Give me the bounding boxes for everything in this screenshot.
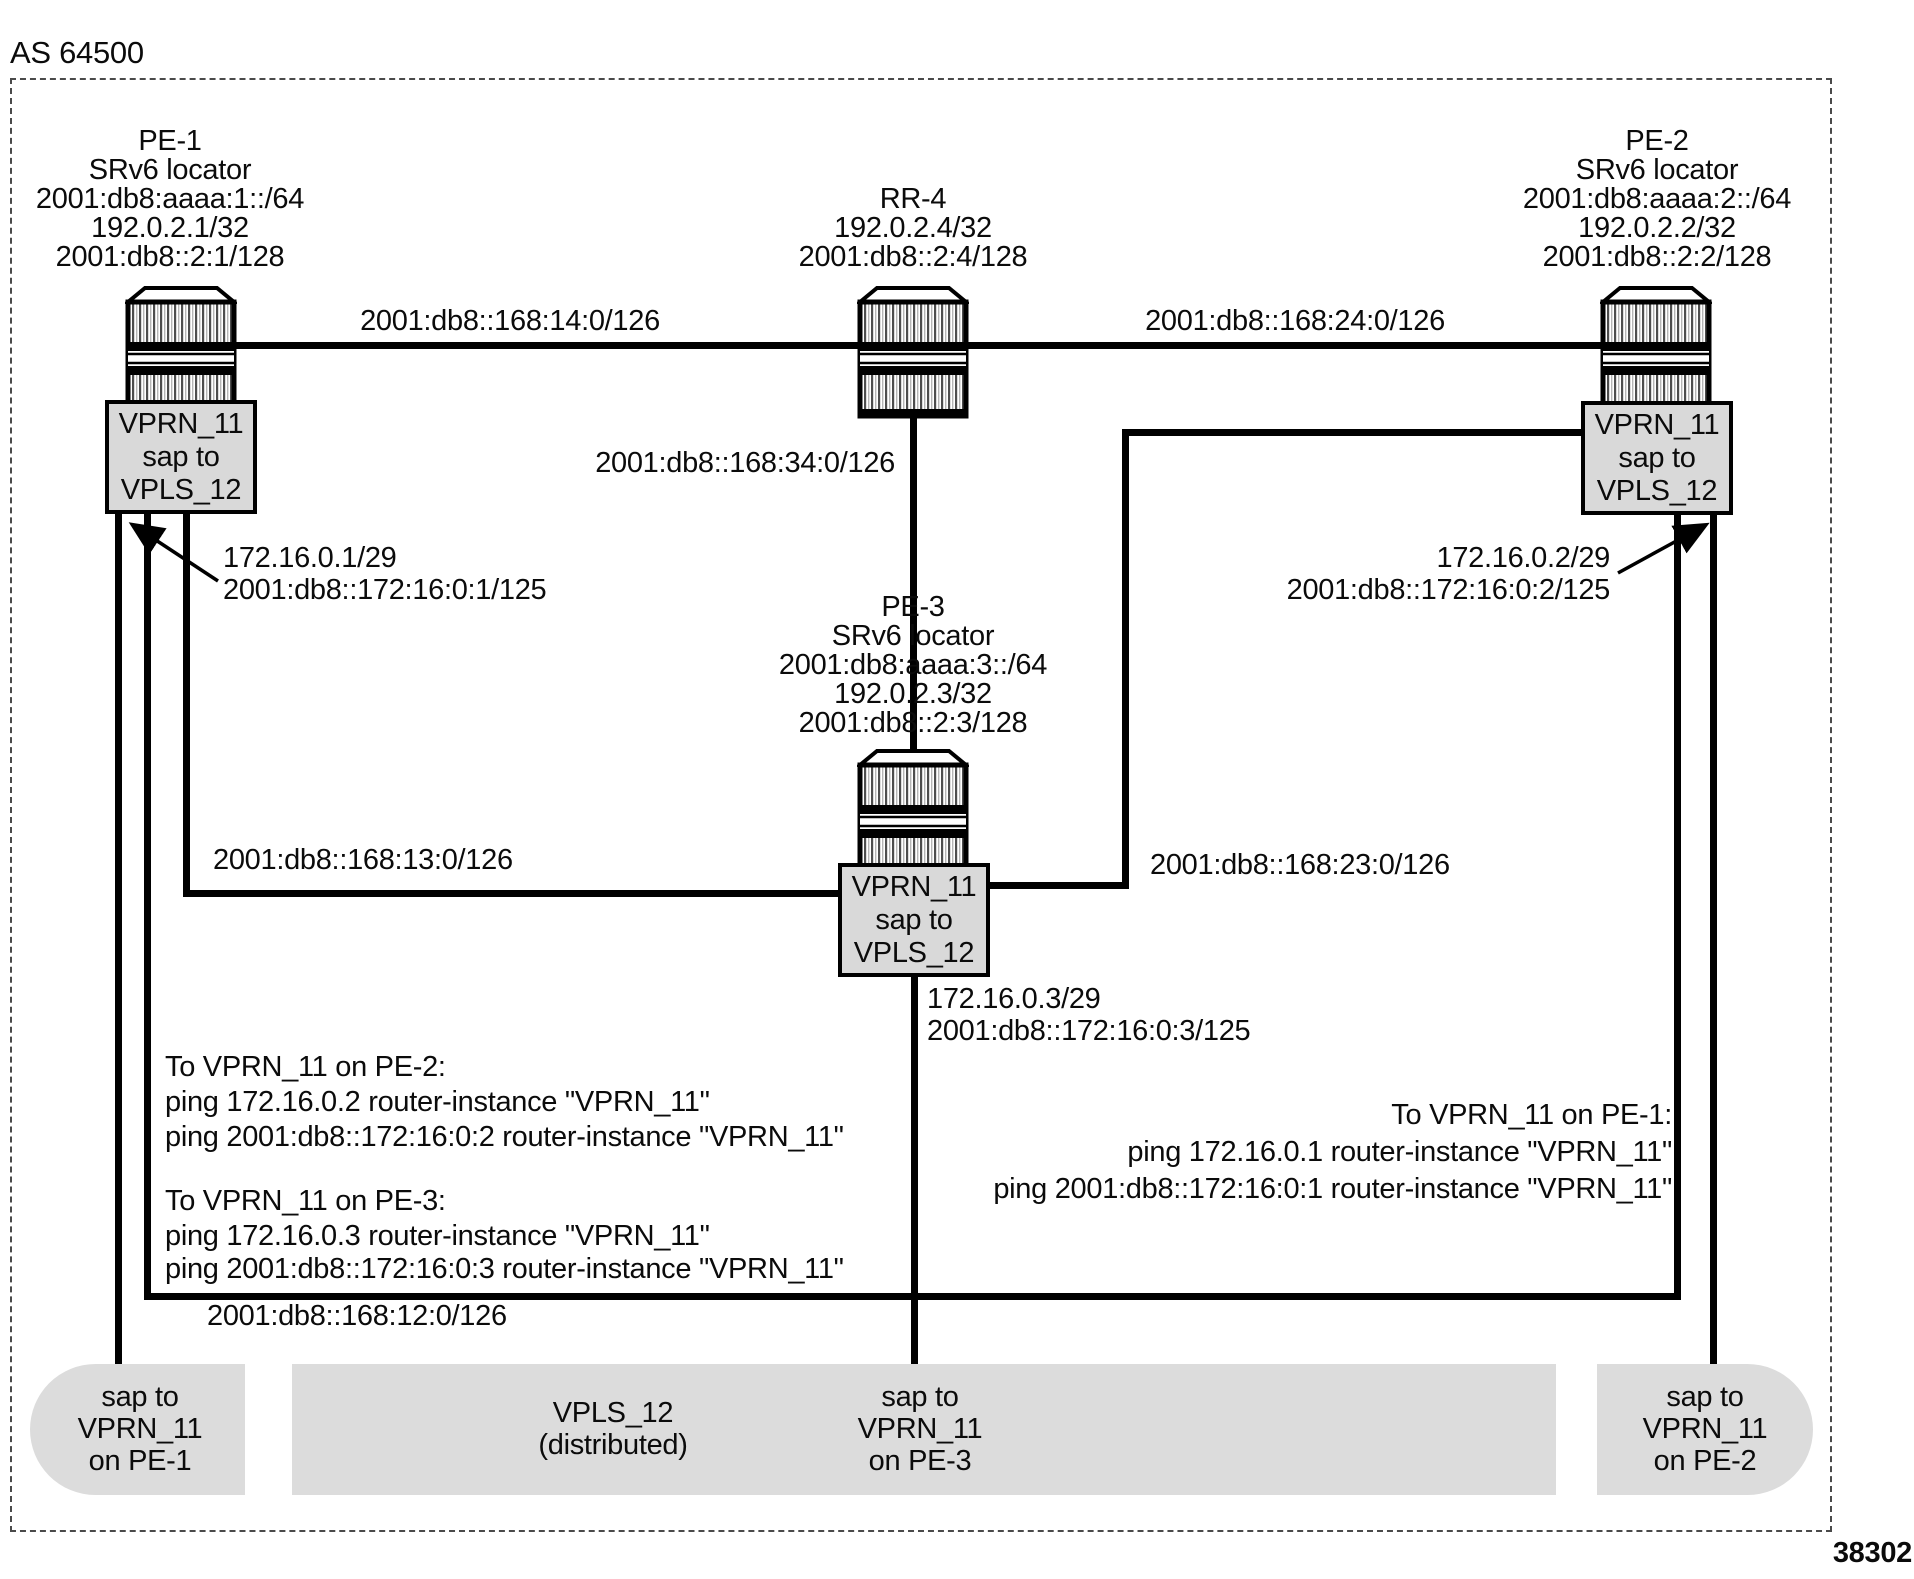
ping-left2-line2: ping 2001:db8::172:16:0:3 router-instanc…	[165, 1253, 844, 1285]
pe2-sap-ipv4: 172.16.0.2/29	[1436, 542, 1611, 574]
pe2-sap-ipv6: 2001:db8::172:16:0:2/125	[1286, 574, 1611, 606]
rr4-name: RR-4	[879, 183, 947, 215]
vpls-sap-box-pe1	[30, 1364, 245, 1495]
vpls-sap-pe2-label: sap to VPRN_11 on PE-2	[1643, 1381, 1768, 1477]
rr4-router-icon	[857, 286, 969, 419]
pe1-vprn-line3: VPLS_12	[120, 473, 242, 506]
ping-right-line2: ping 2001:db8::172:16:0:1 router-instanc…	[993, 1173, 1672, 1205]
as-boundary-dashed-border	[10, 78, 1832, 1532]
pe1-vprn-line2: sap to	[142, 440, 220, 473]
vpls-title: VPLS_12	[552, 1397, 674, 1429]
link-label-rr4-pe3: 2001:db8::168:34:0/126	[595, 447, 895, 479]
ping-right-line1: ping 172.16.0.1 router-instance "VPRN_11…	[1127, 1136, 1672, 1168]
vpls-sap-pe2-line2: VPRN_11	[1642, 1413, 1768, 1445]
ping-right-title: To VPRN_11 on PE-1:	[1391, 1099, 1672, 1131]
pe2-srv6-locator-caption: SRv6 locator	[1575, 154, 1739, 186]
link-pe1-pe2-vertical-left	[144, 512, 151, 1300]
pe2-ipv4-loopback: 192.0.2.2/32	[1578, 212, 1736, 244]
vpls-sap-pe2-line1: sap to	[1666, 1381, 1744, 1413]
vpls-subtitle: (distributed)	[538, 1429, 688, 1461]
pe3-ipv6-loopback: 2001:db8::2:3/128	[798, 707, 1028, 739]
vpls-sap-pe2-line3: on PE-2	[1653, 1445, 1757, 1477]
vpls-sap-pe3-line3: on PE-3	[868, 1445, 972, 1477]
pe3-vprn-line1: VPRN_11	[851, 870, 977, 903]
as-label: AS 64500	[10, 35, 144, 70]
vpls-sap-pe1-line2: VPRN_11	[77, 1413, 203, 1445]
link-pe3-pe2-horizontal-high	[1122, 429, 1585, 436]
link-label-rr4-pe2: 2001:db8::168:24:0/126	[1145, 305, 1445, 337]
pe1-sap-ipv6: 2001:db8::172:16:0:1/125	[223, 574, 547, 606]
ping-left1-line2: ping 2001:db8::172:16:0:2 router-instanc…	[165, 1121, 844, 1153]
figure-number: 38302	[1832, 1537, 1912, 1569]
pe1-ipv6-loopback: 2001:db8::2:1/128	[55, 241, 285, 273]
pe1-vprn-box: VPRN_11 sap to VPLS_12	[105, 400, 257, 514]
vpls-sap-pe1-line3: on PE-1	[88, 1445, 192, 1477]
sap-line-pe1	[115, 512, 122, 1367]
vpls-sap-pe1-line1: sap to	[101, 1381, 179, 1413]
link-pe1-pe3-vertical	[183, 512, 190, 897]
vpls-box	[292, 1364, 1556, 1495]
vpls-title-block: VPLS_12 (distributed)	[538, 1397, 688, 1461]
pe2-vprn-line2: sap to	[1618, 441, 1696, 474]
pe2-vprn-line3: VPLS_12	[1596, 474, 1718, 507]
pe3-srv6-locator-caption: SRv6 locator	[831, 620, 995, 652]
pe2-name: PE-2	[1625, 125, 1689, 157]
ping-left1-title: To VPRN_11 on PE-2:	[165, 1051, 446, 1083]
rr4-ipv6-loopback: 2001:db8::2:4/128	[798, 241, 1028, 273]
vpls-sap-pe3-label: sap to VPRN_11 on PE-3	[858, 1381, 983, 1477]
link-pe3-pe2-vertical	[1122, 429, 1129, 889]
link-pe3-pe2-horizontal-low	[986, 882, 1129, 889]
vpls-sap-box-pe2	[1597, 1364, 1813, 1495]
pe2-vprn-line1: VPRN_11	[1594, 408, 1720, 441]
ping-left1-line1: ping 172.16.0.2 router-instance "VPRN_11…	[165, 1086, 710, 1118]
pe3-vprn-box: VPRN_11 sap to VPLS_12	[838, 863, 990, 977]
pe2-ipv6-loopback: 2001:db8::2:2/128	[1542, 241, 1772, 273]
pe3-name: PE-3	[881, 591, 945, 623]
sap-line-pe3	[911, 974, 918, 1367]
link-pe1-pe2-vertical-right	[1674, 512, 1681, 1300]
pe3-vprn-line3: VPLS_12	[853, 936, 975, 969]
link-label-pe1-rr4: 2001:db8::168:14:0/126	[360, 305, 660, 337]
pe3-srv6-locator: 2001:db8:aaaa:3::/64	[778, 649, 1048, 681]
pe1-name: PE-1	[138, 125, 202, 157]
pe3-sap-ipv4: 172.16.0.3/29	[927, 983, 1101, 1015]
pe1-vprn-line1: VPRN_11	[118, 407, 244, 440]
link-rr4-pe3	[910, 412, 917, 752]
rr4-ipv4-loopback: 192.0.2.4/32	[834, 212, 992, 244]
link-pe1-pe3-horizontal	[183, 890, 842, 897]
pe3-sap-ipv6: 2001:db8::172:16:0:3/125	[927, 1015, 1251, 1047]
ping-left2-title: To VPRN_11 on PE-3:	[165, 1185, 446, 1217]
pe2-router-icon	[1600, 286, 1712, 419]
vpls-sap-pe3-line1: sap to	[881, 1381, 959, 1413]
sap-line-pe2	[1710, 512, 1717, 1367]
pe1-srv6-locator: 2001:db8:aaaa:1::/64	[35, 183, 305, 215]
link-label-pe3-pe2: 2001:db8::168:23:0/126	[1150, 849, 1450, 881]
link-label-pe1-pe3: 2001:db8::168:13:0/126	[213, 844, 513, 876]
vpls-sap-pe1-label: sap to VPRN_11 on PE-1	[78, 1381, 203, 1477]
vpls-sap-pe3-line2: VPRN_11	[857, 1413, 983, 1445]
link-label-pe1-pe2: 2001:db8::168:12:0/126	[207, 1300, 507, 1332]
link-rr4-pe2	[965, 342, 1602, 349]
pe1-ipv4-loopback: 192.0.2.1/32	[91, 212, 249, 244]
pe3-vprn-line2: sap to	[875, 903, 953, 936]
pe1-sap-ipv4: 172.16.0.1/29	[223, 542, 397, 574]
pe2-vprn-box: VPRN_11 sap to VPLS_12	[1581, 401, 1733, 515]
pe3-ipv4-loopback: 192.0.2.3/32	[834, 678, 992, 710]
link-pe1-rr4	[235, 342, 861, 349]
pe2-srv6-locator: 2001:db8:aaaa:2::/64	[1522, 183, 1792, 215]
pe1-srv6-locator-caption: SRv6 locator	[88, 154, 252, 186]
ping-left2-line1: ping 172.16.0.3 router-instance "VPRN_11…	[165, 1220, 710, 1252]
